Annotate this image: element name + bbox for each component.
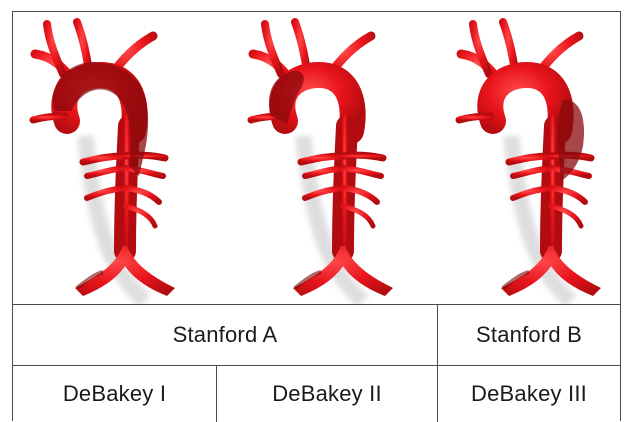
aorta-diagram-debakey-1 xyxy=(33,22,175,301)
aorta-diagram-debakey-2 xyxy=(251,22,393,301)
label-debakey-1: DeBakey I xyxy=(13,365,216,422)
aorta-diagram-debakey-3 xyxy=(459,22,601,301)
label-debakey-2: DeBakey II xyxy=(217,365,437,422)
label-debakey-3: DeBakey III xyxy=(438,365,620,422)
aorta-illustrations xyxy=(13,12,620,304)
classification-table: Stanford A Stanford B DeBakey I DeBakey … xyxy=(12,11,621,421)
label-stanford-a: Stanford A xyxy=(13,304,437,365)
label-stanford-b: Stanford B xyxy=(438,304,620,365)
